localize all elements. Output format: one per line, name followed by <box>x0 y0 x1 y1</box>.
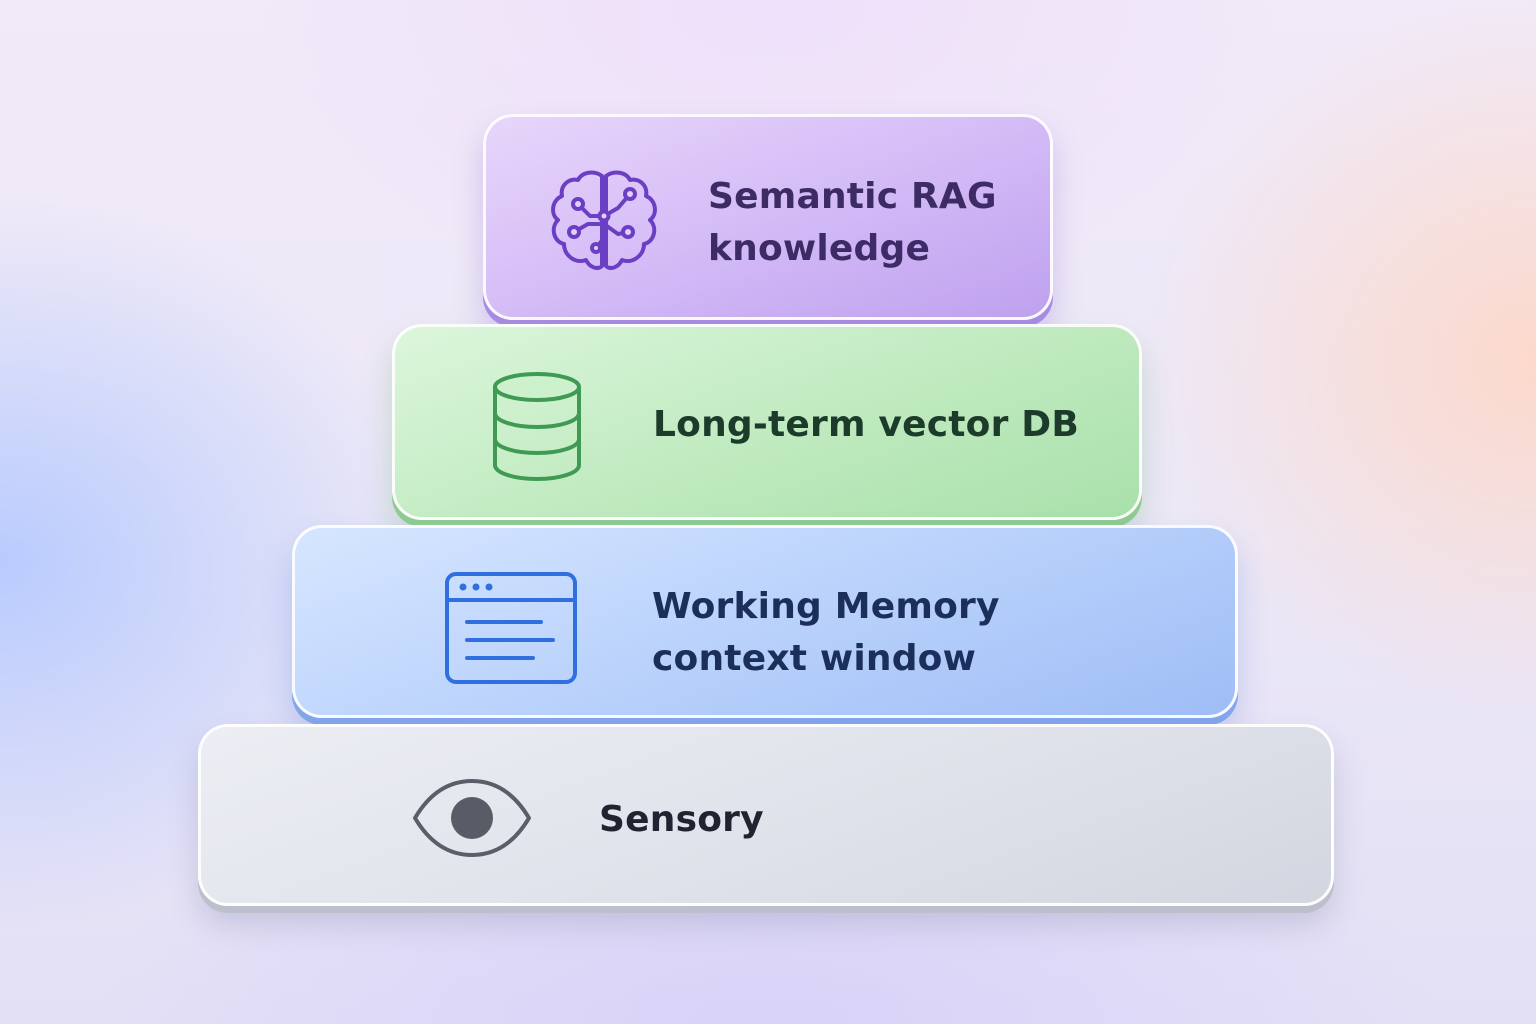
tier-working-memory-label: Working Memory context window <box>652 581 1000 685</box>
tier-long-term-label-line-1: Long-term vector DB <box>653 404 1080 445</box>
eye-icon <box>413 779 531 857</box>
tier-sensory-label: Sensory <box>599 794 764 846</box>
database-icon <box>493 372 581 481</box>
brain-network-icon <box>551 170 657 270</box>
tier-long-term-label: Long-term vector DB <box>653 399 1079 451</box>
tier-working-memory: Working Memory context window <box>292 525 1238 718</box>
browser-window-icon <box>445 572 577 684</box>
tier-sensory: Sensory <box>198 724 1334 906</box>
tier-semantic-label: Semantic RAG knowledge <box>708 171 997 275</box>
tier-semantic-label-line-1: Semantic RAG <box>708 176 997 217</box>
tier-semantic: Semantic RAG knowledge <box>483 114 1053 320</box>
tier-long-term: Long-term vector DB <box>392 324 1142 520</box>
tier-sensory-label-line-1: Sensory <box>599 799 764 840</box>
tier-working-memory-label-line-1: Working Memory <box>652 586 1000 627</box>
tier-working-memory-label-line-2: context window <box>652 638 977 679</box>
tier-semantic-label-line-2: knowledge <box>708 228 931 269</box>
